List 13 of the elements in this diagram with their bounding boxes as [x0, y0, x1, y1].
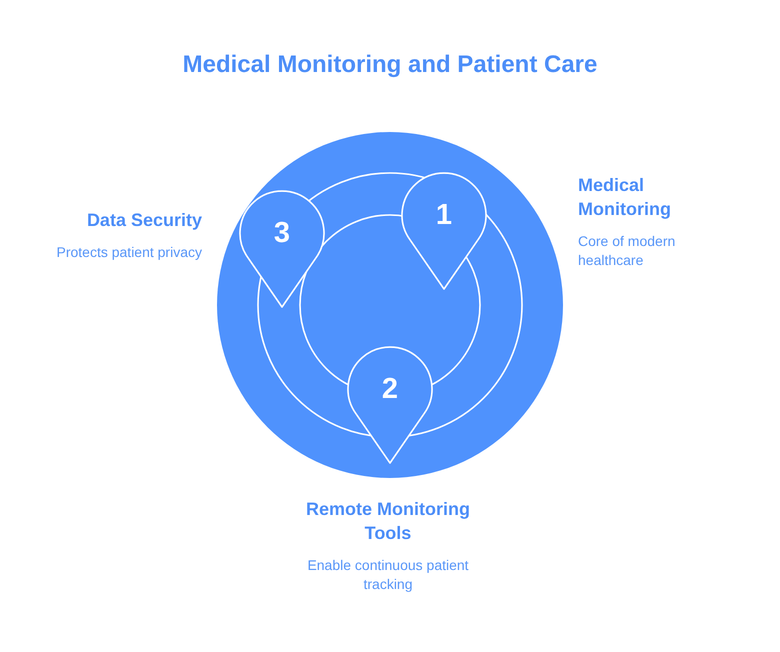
location-pin — [238, 189, 326, 308]
step-description: Enable continuous patient tracking — [306, 556, 470, 594]
step-description: Protects patient privacy — [56, 243, 202, 262]
pin-number: 2 — [382, 374, 398, 404]
pin-number: 3 — [274, 218, 290, 248]
location-pin — [400, 171, 488, 290]
step-description: Core of modern healthcare — [578, 232, 676, 270]
step-heading: Data Security — [86, 209, 202, 232]
pin-number: 1 — [436, 200, 452, 230]
location-pin — [346, 345, 434, 464]
diagram-title: Medical Monitoring and Patient Care — [182, 50, 598, 80]
step-heading: Medical Monitoring — [578, 174, 672, 221]
step-heading: Remote Monitoring Tools — [305, 498, 471, 545]
